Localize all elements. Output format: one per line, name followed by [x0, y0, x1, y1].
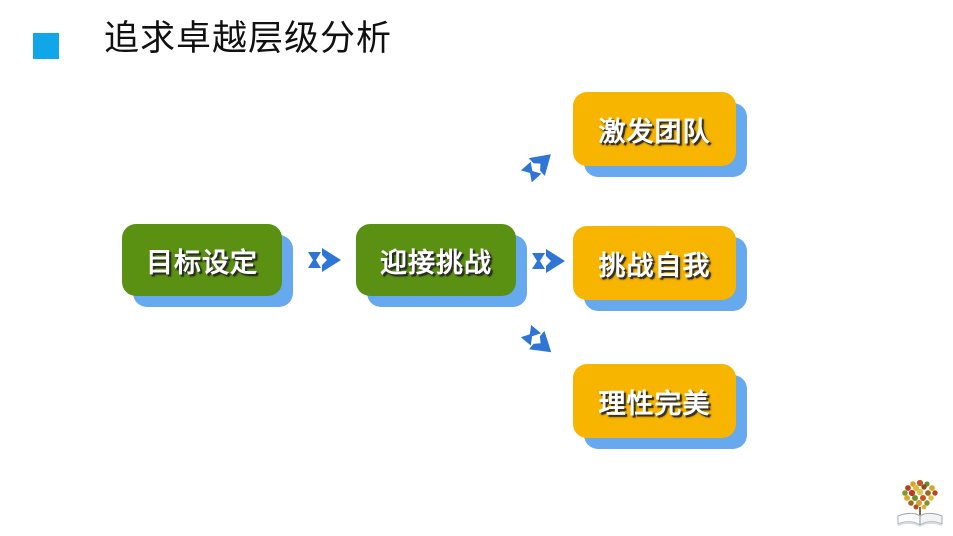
flow-node-label: 迎接挑战 — [380, 247, 492, 279]
slide-title-row: 追求卓越层级分析 — [0, 0, 953, 80]
flow-node-team[interactable]: 激发团队 — [573, 92, 747, 177]
node-face: 迎接挑战 — [356, 224, 516, 296]
flow-node-self[interactable]: 挑战自我 — [573, 226, 747, 311]
node-face: 激发团队 — [573, 92, 736, 166]
flow-node-goal[interactable]: 目标设定 — [122, 224, 293, 307]
flow-node-label: 理性完美 — [598, 388, 711, 420]
flow-node-label: 挑战自我 — [598, 250, 711, 282]
blue-square-bullet-icon — [33, 33, 59, 59]
arrow-down-right-icon — [508, 311, 570, 373]
arrow-up-right-icon — [508, 134, 570, 196]
page-title: 追求卓越层级分析 — [104, 19, 393, 59]
flow-node-perfect[interactable]: 理性完美 — [573, 364, 747, 449]
arrow-right-icon — [303, 238, 347, 282]
flow-node-label: 目标设定 — [146, 247, 258, 279]
book-tree-logo-icon — [893, 474, 947, 530]
node-face: 挑战自我 — [573, 226, 736, 300]
flow-node-challenge[interactable]: 迎接挑战 — [356, 224, 527, 307]
flow-node-label: 激发团队 — [598, 116, 711, 148]
arrow-right-icon — [527, 239, 571, 283]
node-face: 目标设定 — [122, 224, 282, 296]
node-face: 理性完美 — [573, 364, 736, 438]
